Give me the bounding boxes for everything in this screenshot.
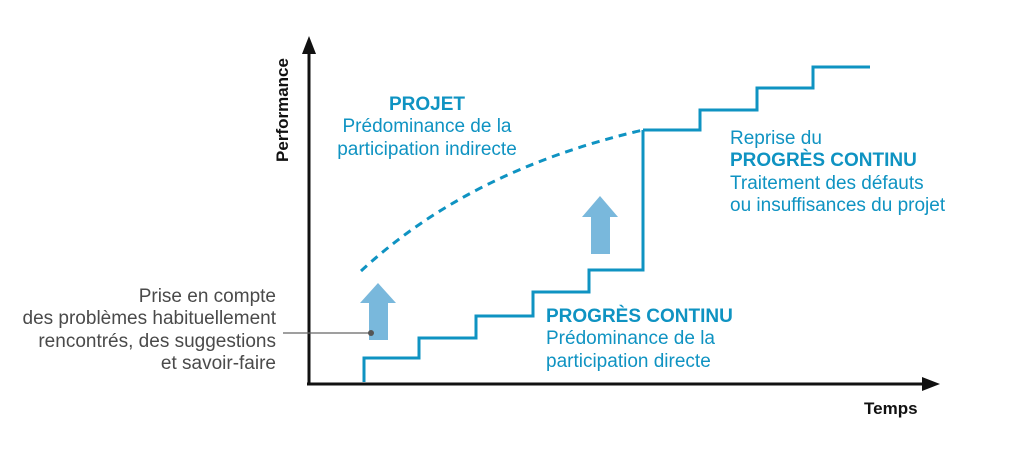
progres-continu-staircase [362,130,645,382]
x-axis-label: Temps [864,399,918,418]
progres-label-block: PROGRÈS CONTINU Prédominance de la parti… [546,306,776,373]
annotation-line1: Prise en compte [138,286,276,307]
reprise-line1: Reprise du [730,128,822,149]
y-axis-label: Performance [273,58,292,162]
axis-arrow-up [302,36,316,54]
projet-title: PROJET [388,94,466,115]
up-arrow-icon [360,283,396,340]
progres-line2: participation directe [546,350,711,372]
annotation-pointer-dot [368,330,374,336]
annotation-line3: rencontrés, des suggestions [38,330,276,352]
up-arrow-icon [582,196,618,254]
projet-line1: Prédominance de la [342,116,512,138]
reprise-staircase [643,65,870,132]
reprise-line3: Traitement des défauts [730,172,924,194]
reprise-title: PROGRÈS CONTINU [730,150,917,172]
projet-line2: participation indirecte [337,138,517,160]
progres-line1: Prédominance de la [546,328,715,350]
reprise-label-block: Reprise du PROGRÈS CONTINU Traitement de… [730,128,1000,218]
projet-dashed-curve [359,128,644,273]
projet-label-block: PROJET Prédominance de la participation … [318,94,536,161]
reprise-line4: ou insuffisances du projet [730,195,946,217]
axis-arrow-right [922,377,940,391]
annotation-line4: et savoir-faire [160,353,276,375]
annotation-line2: des problèmes habituellement [22,308,277,330]
progres-title: PROGRÈS CONTINU [546,306,733,327]
annotation-label-block: Prise en compte des problèmes habituelle… [0,286,277,376]
